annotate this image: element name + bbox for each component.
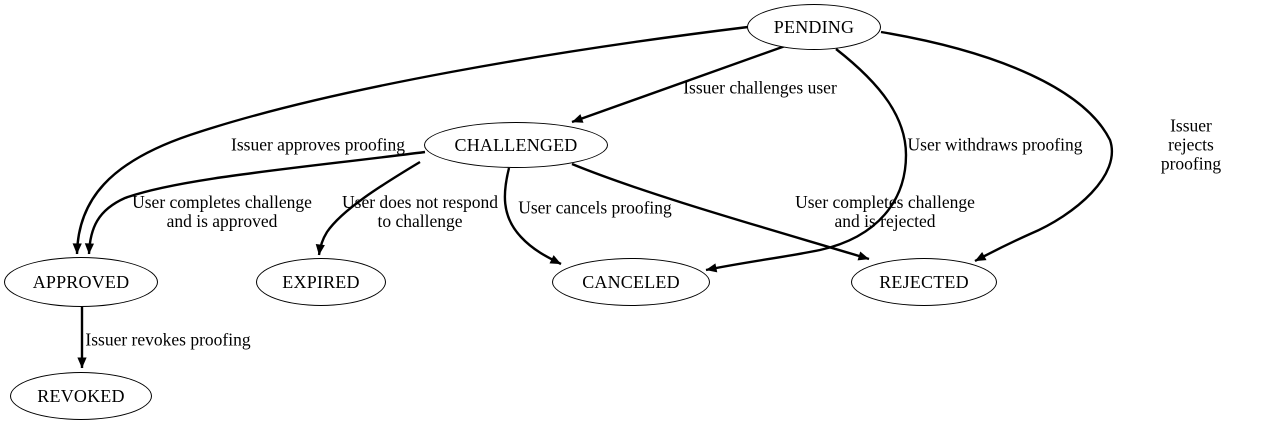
node-canceled: CANCELED (552, 258, 710, 306)
edge-label-pending-canceled: User withdraws proofing (907, 134, 1083, 155)
edge-label-pending-rejected: Issuer rejects proofing (1160, 115, 1222, 174)
node-pending: PENDING (747, 4, 881, 50)
edge-label-challenged-expired: User does not respond to challenge (341, 192, 499, 231)
edge-label-challenged-rejected: User completes challenge and is rejected (795, 192, 975, 231)
node-approved: APPROVED (4, 257, 158, 307)
node-challenged: CHALLENGED (424, 122, 608, 168)
edge-label-pending-approved: Issuer approves proofing (231, 134, 405, 155)
node-expired: EXPIRED (256, 258, 386, 306)
edge-label-challenged-approved: User completes challenge and is approved (132, 192, 312, 231)
edge-label-approved-revoked: Issuer revokes proofing (85, 329, 251, 350)
node-revoked: REVOKED (10, 372, 152, 420)
edge-label-pending-challenged: Issuer challenges user (683, 77, 837, 98)
node-rejected: REJECTED (851, 258, 997, 306)
edge-label-challenged-canceled: User cancels proofing (518, 197, 672, 218)
